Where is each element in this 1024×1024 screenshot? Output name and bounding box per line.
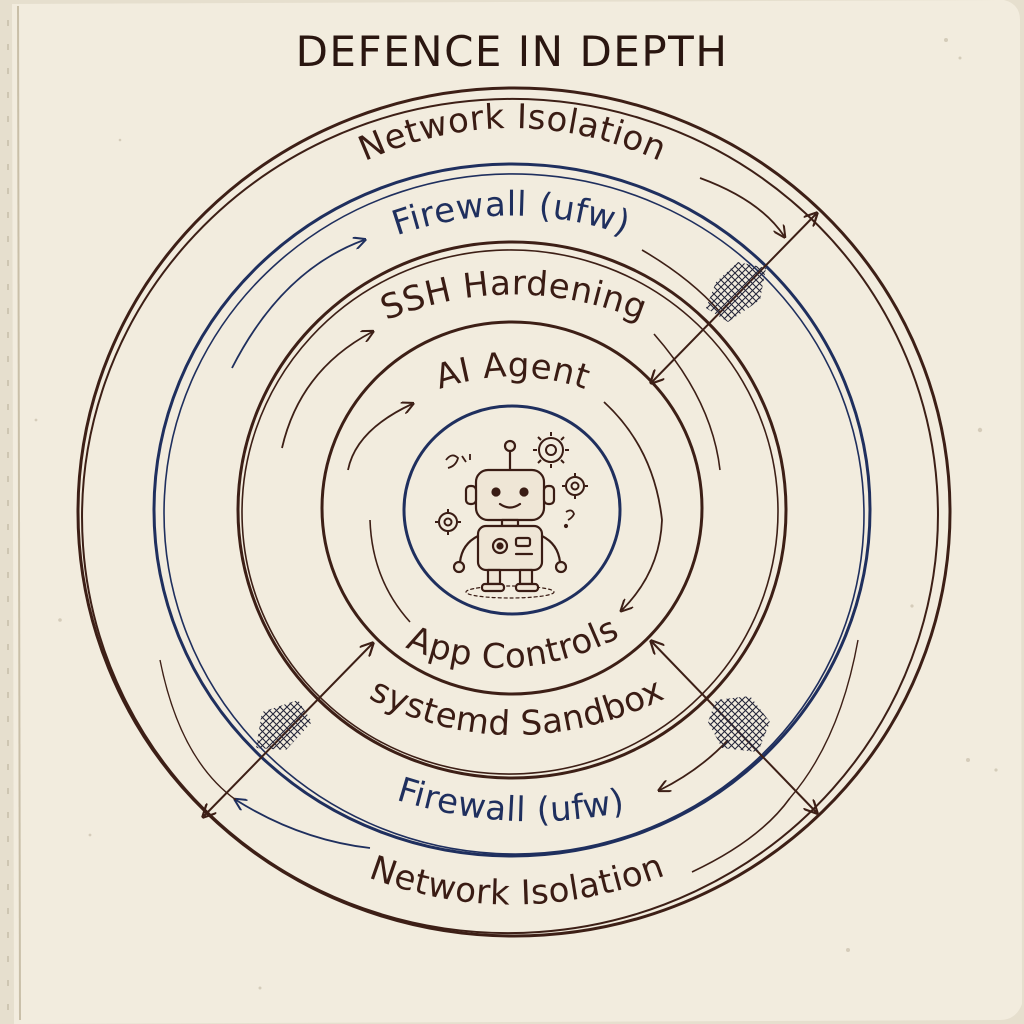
crosshatch-marks xyxy=(256,262,770,752)
gear-icon xyxy=(435,509,461,535)
ring-network-isolation xyxy=(76,86,952,938)
hatch-bottom-right xyxy=(708,696,770,752)
hatch-top-right xyxy=(706,262,766,322)
diagram-title: DEFENCE IN DEPTH xyxy=(296,27,729,76)
robot-icon xyxy=(452,439,568,599)
ring-ssh-hardening xyxy=(236,240,788,780)
ring-ssh-hardening-sketch xyxy=(241,249,779,775)
gear-icon xyxy=(562,473,588,499)
ring-firewall-sketch xyxy=(163,173,865,855)
ring-app-controls xyxy=(320,320,704,696)
thought-squiggle-icon xyxy=(445,454,575,529)
ring-ai-agent-core xyxy=(402,404,622,616)
gear-icon xyxy=(533,432,569,468)
paper-speckles xyxy=(34,38,998,990)
ring-network-isolation-sketch xyxy=(81,97,939,935)
binding-edge xyxy=(17,5,21,1021)
ring-firewall xyxy=(152,162,872,858)
hatch-bottom-left xyxy=(256,700,312,750)
